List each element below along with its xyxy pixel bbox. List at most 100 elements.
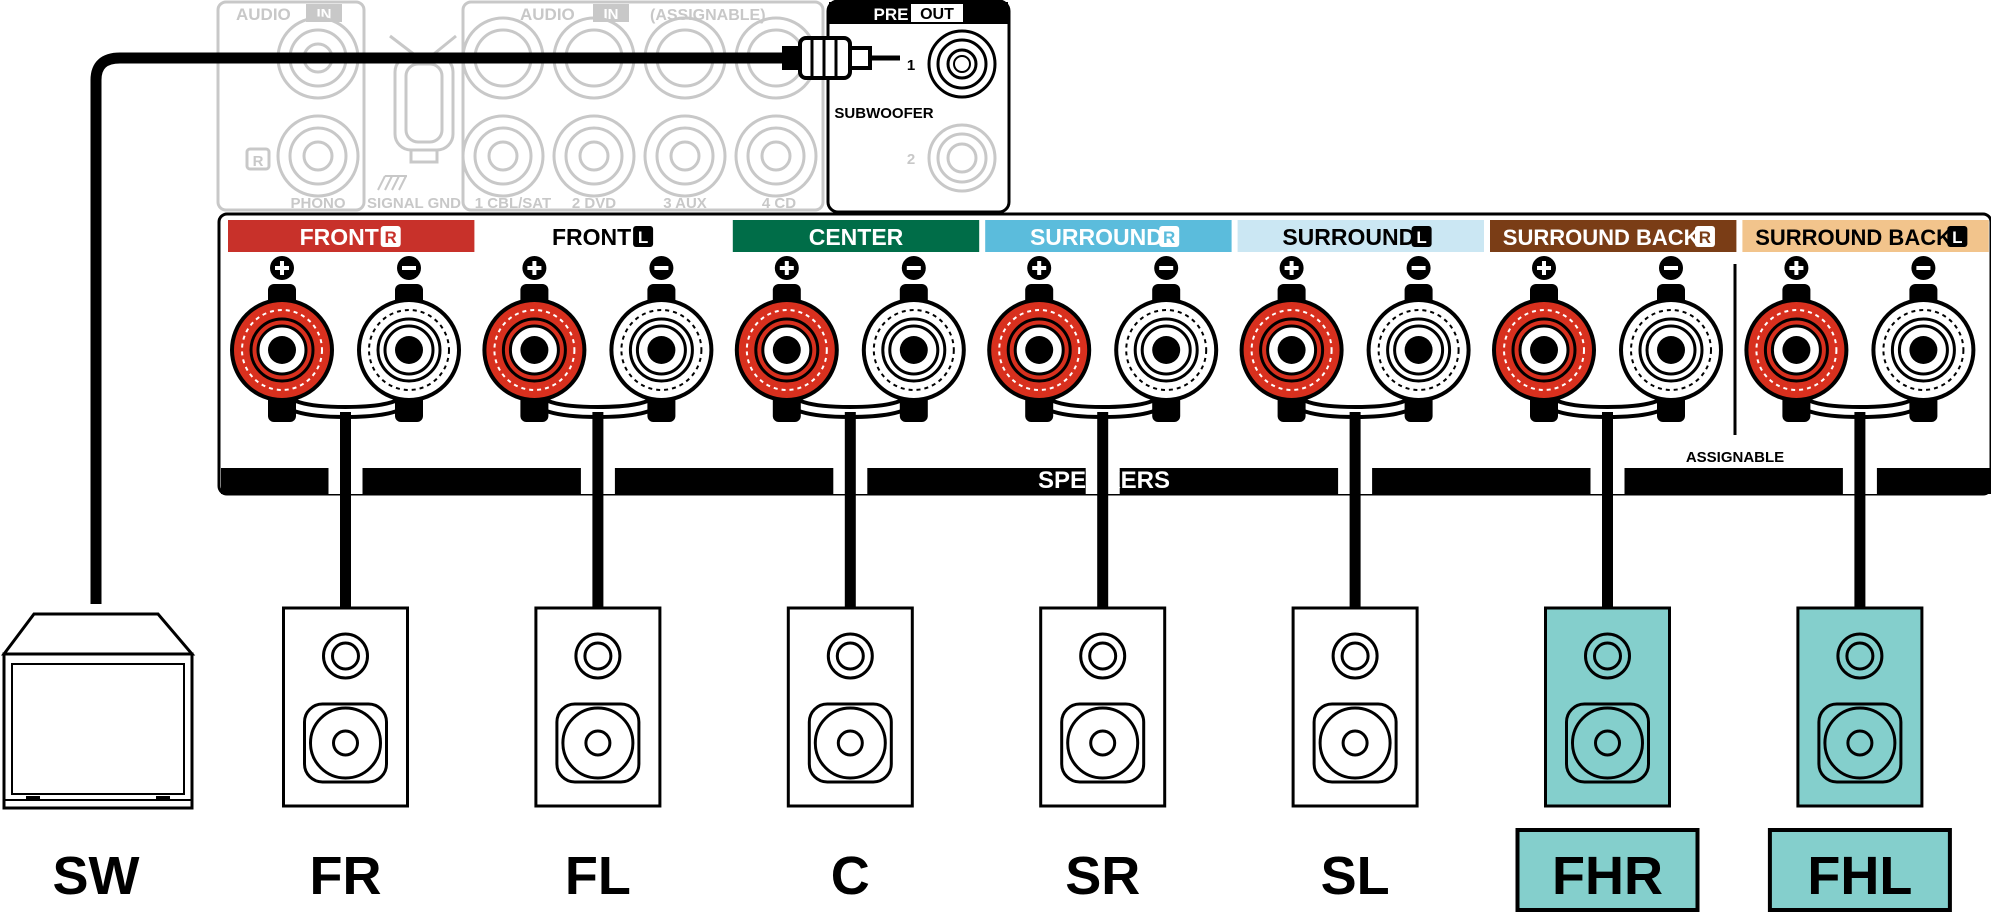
plus-symbol	[522, 256, 547, 280]
port-1-label: 1	[907, 57, 915, 74]
svg-text:SR: SR	[1065, 846, 1140, 906]
minus-symbol	[1659, 256, 1683, 280]
speaker-fhl	[1796, 606, 1924, 808]
side-badge-text: L	[638, 228, 648, 247]
side-badge-text: L	[1416, 228, 1426, 247]
subwoofer-cable	[90, 36, 900, 604]
speaker-label-sr: SR	[1065, 846, 1140, 906]
speaker-fl	[534, 606, 662, 808]
out-badge-text: OUT	[920, 6, 954, 23]
speaker-label-sw: SW	[53, 846, 140, 906]
terminal-pair-6	[1492, 256, 1723, 422]
r-badge	[245, 147, 271, 171]
side-badge	[380, 226, 401, 247]
r-badge-text: R	[253, 153, 264, 170]
speaker-label-fr: FR	[310, 846, 382, 906]
speaker-cable-fhr	[1590, 412, 1625, 610]
side-badge-text: R	[1699, 228, 1711, 247]
svg-text:FL: FL	[565, 846, 631, 906]
signal-gnd-label: SIGNAL GND	[367, 195, 461, 212]
negative-terminal	[1871, 284, 1976, 422]
speaker-cable-c	[833, 412, 868, 610]
channel-header-3: CENTER	[732, 220, 980, 252]
negative-terminal	[861, 284, 966, 422]
minus-symbol	[901, 256, 926, 280]
speaker-label-fl: FL	[565, 846, 631, 906]
input-label-2: 2 DVD	[572, 195, 616, 212]
side-badge-text: R	[385, 228, 397, 247]
assignable-label: ASSIGNABLE	[1686, 449, 1784, 466]
positive-terminal	[1492, 284, 1596, 422]
audio-in-assignable-label: AUDIO	[520, 5, 575, 24]
negative-terminal	[609, 284, 714, 422]
subwoofer-jack-2	[927, 123, 997, 193]
svg-text:SL: SL	[1321, 846, 1390, 906]
channel-header-label: FRONT	[552, 224, 631, 250]
pre-label: PRE	[874, 5, 909, 24]
channel-header-label: SURROUND BACK	[1755, 225, 1952, 250]
minus-symbol	[1911, 256, 1936, 280]
input-label-1: 1 CBL/SAT	[475, 195, 551, 212]
speaker-cable-fhl	[1842, 412, 1877, 610]
ghost-input-panel: AUDIO IN R PHONO SIGNAL G	[216, 0, 825, 212]
svg-text:C: C	[831, 846, 870, 906]
phono-jack-bottom	[276, 114, 360, 198]
terminal-pair-3	[734, 256, 966, 422]
minus-symbol	[1154, 256, 1179, 280]
negative-terminal	[1366, 284, 1471, 422]
speaker-sl	[1291, 606, 1419, 808]
plus-symbol	[1027, 256, 1052, 280]
positive-terminal	[1744, 284, 1849, 422]
terminal-pair-5	[1239, 256, 1471, 422]
svg-text:FHL: FHL	[1807, 846, 1912, 906]
side-badge	[1947, 226, 1968, 247]
negative-terminal	[1114, 284, 1219, 422]
side-badge-text: R	[1163, 228, 1175, 247]
channel-header-label: CENTER	[809, 224, 904, 250]
subwoofer-unit	[1, 612, 196, 810]
speaker-label-c: C	[831, 846, 870, 906]
audio-in-label: AUDIO	[236, 5, 291, 24]
terminal-pair-2	[482, 256, 714, 422]
speaker-cable-sl	[1338, 412, 1373, 610]
speaker-label-fhl: FHL	[1767, 828, 1952, 912]
speaker-cable-fr	[328, 412, 363, 610]
speaker-cable-fl	[580, 412, 615, 610]
channel-header-2: FRONT L	[480, 220, 727, 252]
audio-in-phono-block	[216, 0, 366, 212]
terminal-pair-1	[230, 256, 461, 422]
speaker-cables	[328, 412, 1877, 610]
input-label-4: 4 CD	[762, 195, 796, 212]
assignable-jacks	[461, 16, 818, 198]
negative-terminal	[357, 284, 461, 422]
audio-in-assignable-block	[461, 0, 825, 212]
positive-terminal	[482, 284, 587, 422]
plus-symbol	[1532, 256, 1556, 280]
channel-header-label: SURROUND	[1282, 224, 1415, 250]
subwoofer-jack-1	[927, 29, 997, 99]
speaker-label-fhr: FHR	[1515, 828, 1700, 912]
subwoofer-label: SUBWOOFER	[834, 105, 933, 122]
side-badge	[633, 226, 654, 247]
port-2-label: 2	[907, 151, 915, 168]
terminal-pairs	[230, 256, 1976, 422]
minus-symbol	[1406, 256, 1431, 280]
input-label-3: 3 AUX	[663, 195, 707, 212]
speaker-fhr	[1544, 606, 1671, 808]
speaker-terminal-panel: SPEAKERS ASSIGNABLE FRONTRFRONTLCENTERSU…	[217, 212, 1991, 496]
phono-label: PHONO	[290, 195, 345, 212]
svg-text:FR: FR	[310, 846, 382, 906]
speaker-boxes	[282, 606, 1924, 808]
channel-header-label: SURROUND	[1030, 224, 1163, 250]
out-badge	[911, 4, 963, 22]
positive-terminal	[987, 284, 1092, 422]
pre-out-block: PRE OUT 1 SUBWOOFER 2	[826, 0, 1011, 214]
terminal-pair-7	[1744, 256, 1976, 422]
speaker-c	[786, 606, 914, 808]
plus-symbol	[774, 256, 799, 280]
